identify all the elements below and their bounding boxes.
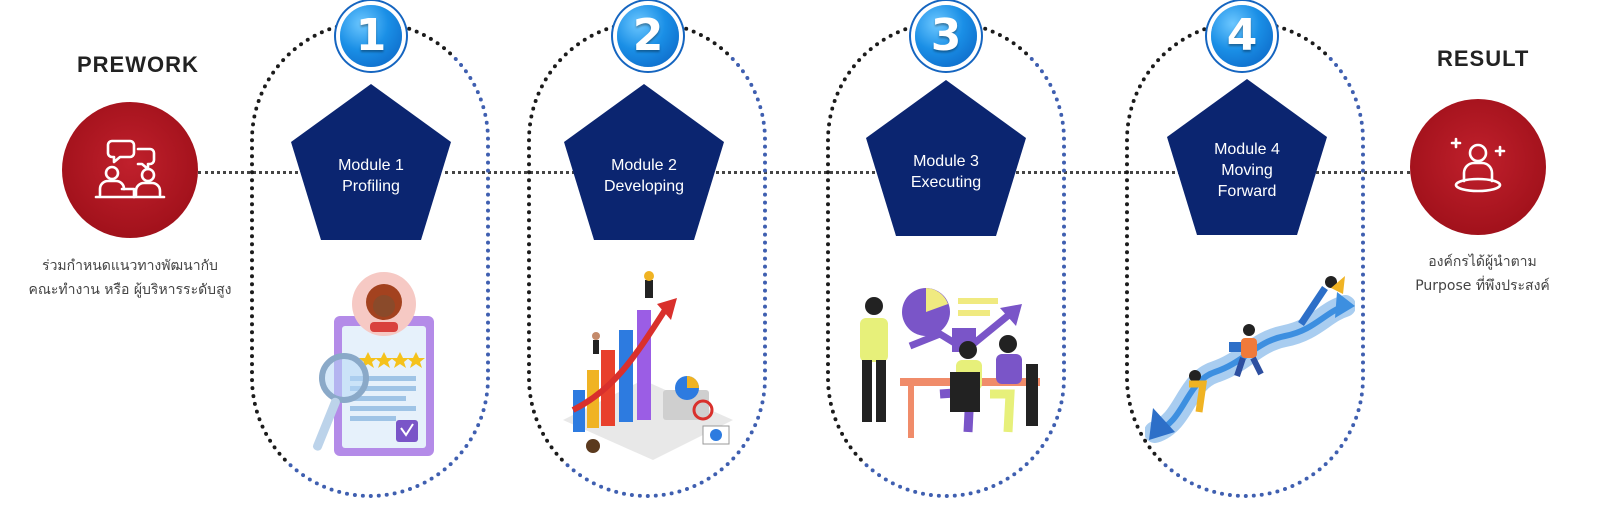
- team-working-illustration: [860, 288, 1040, 438]
- module-2-pentagon: [564, 84, 724, 240]
- module-1-label: Module 1 Profiling: [291, 155, 451, 197]
- module-1-line2: Profiling: [342, 178, 400, 195]
- growth-chart-illustration: [563, 271, 733, 460]
- leader-person-icon: [1450, 137, 1506, 193]
- module-3-pentagon: [866, 80, 1026, 236]
- module-4-number: 4: [1226, 10, 1258, 61]
- module-4-line3: Forward: [1217, 183, 1277, 200]
- module-2-number-badge: 2: [617, 5, 679, 67]
- prework-title: PREWORK: [77, 52, 199, 77]
- prework-circle: [62, 102, 198, 238]
- module-4-line1: Module 4: [1214, 141, 1280, 158]
- module-3-label: Module 3 Executing: [866, 151, 1026, 193]
- climbing-arrow-illustration: [1145, 276, 1355, 443]
- module-1-pentagon: [291, 84, 451, 240]
- module-2-line2: Developing: [603, 178, 685, 195]
- module-3-number-badge: 3: [915, 5, 977, 67]
- result-desc-line1: องค์กรได้ผู้นำตาม: [1428, 254, 1537, 270]
- module-2-label: Module 2 Developing: [564, 155, 724, 197]
- prework-desc-line2: คณะทำงาน หรือ ผู้บริหารระดับสูง: [28, 282, 232, 298]
- profile-search-illustration: [313, 272, 434, 456]
- connector-line-left: [198, 171, 298, 174]
- module-1-line1: Module 1: [338, 157, 404, 174]
- module-2-line1: Module 2: [611, 157, 677, 174]
- module-4-number-badge: 4: [1211, 5, 1273, 67]
- module-3-line2: Executing: [910, 174, 982, 191]
- result-title: RESULT: [1437, 46, 1530, 71]
- result-circle: [1410, 99, 1546, 235]
- result-desc-line2: Purpose ที่พึงประสงค์: [1415, 278, 1550, 294]
- module-4-pentagon: [1167, 79, 1327, 235]
- prework-description: ร่วมกำหนดแนวทางพัฒนากับ คณะทำงาน หรือ ผู…: [10, 254, 250, 302]
- prework-desc-line1: ร่วมกำหนดแนวทางพัฒนากับ: [42, 258, 218, 274]
- module-2-number: 2: [632, 10, 664, 61]
- module-4-label: Module 4 Moving Forward: [1167, 139, 1327, 202]
- module-1-number: 1: [355, 10, 387, 61]
- module-3-line1: Module 3: [913, 153, 979, 170]
- result-description: องค์กรได้ผู้นำตาม Purpose ที่พึงประสงค์: [1370, 250, 1595, 298]
- module-4-line2: Moving: [1221, 162, 1273, 179]
- module-1-number-badge: 1: [340, 5, 402, 67]
- module-3-number: 3: [930, 10, 962, 61]
- team-meeting-icon: [94, 139, 166, 199]
